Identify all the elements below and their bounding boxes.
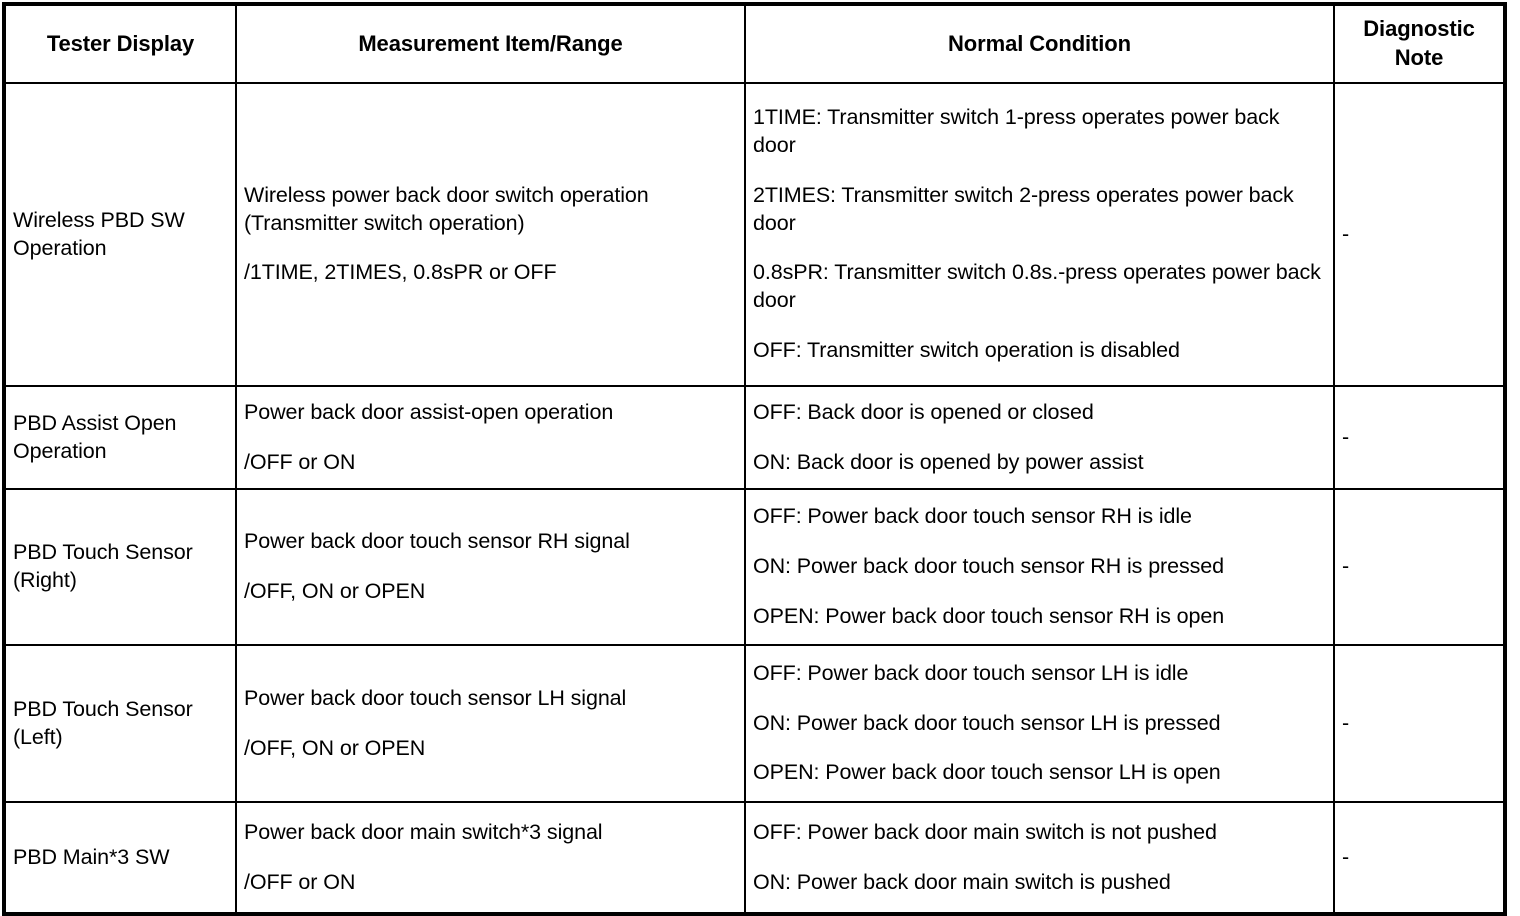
measurement-line-1: Power back door assist-open operation [244, 399, 614, 424]
measurement-line-2: (Transmitter switch operation) [244, 210, 525, 235]
measurement-range: /1TIME, 2TIMES, 0.8sPR or OFF [244, 260, 557, 285]
normal-condition-item: OFF: Power back door touch sensor LH is … [753, 660, 1189, 685]
cell-diagnostic-note: - [1333, 82, 1506, 387]
header-diagnostic-note: Diagnostic Note [1333, 3, 1506, 84]
measurement-line-1: Power back door touch sensor LH signal [244, 685, 627, 710]
tester-display-text: PBD Touch Sensor (Left) [13, 696, 193, 749]
cell-tester-display: PBD Touch Sensor (Left) [3, 644, 237, 803]
header-diagnostic-note-line2: Note [1394, 45, 1444, 70]
table-row: PBD Touch Sensor (Right) Power back door… [3, 488, 1506, 646]
normal-condition-item: OFF: Power back door main switch is not … [753, 819, 1217, 844]
measurement-line-1: Wireless power back door switch operatio… [244, 182, 649, 207]
cell-normal-condition: 1TIME: Transmitter switch 1-press operat… [744, 82, 1335, 387]
normal-condition-item: OPEN: Power back door touch sensor RH is… [753, 603, 1225, 628]
tester-display-text: PBD Main*3 SW [13, 844, 170, 869]
cell-measurement-item-range: Power back door main switch*3 signal /OF… [235, 801, 746, 915]
measurement-line-1: Power back door main switch*3 signal [244, 819, 603, 844]
table-row: PBD Main*3 SW Power back door main switc… [3, 801, 1506, 915]
cell-diagnostic-note: - [1333, 488, 1506, 646]
cell-normal-condition: OFF: Power back door touch sensor LH is … [744, 644, 1335, 803]
cell-normal-condition: OFF: Power back door touch sensor RH is … [744, 488, 1335, 646]
cell-normal-condition: OFF: Power back door main switch is not … [744, 801, 1335, 915]
table-header-row: Tester Display Measurement Item/Range No… [3, 3, 1506, 84]
tester-display-text: PBD Assist Open Operation [13, 410, 177, 463]
header-diagnostic-note-line1: Diagnostic [1363, 16, 1475, 42]
normal-condition-item: 1TIME: Transmitter switch 1-press operat… [753, 104, 1280, 157]
cell-tester-display: PBD Touch Sensor (Right) [3, 488, 237, 646]
normal-condition-item: OPEN: Power back door touch sensor LH is… [753, 760, 1221, 785]
cell-normal-condition: OFF: Back door is opened or closed ON: B… [744, 385, 1335, 490]
table-header: Tester Display Measurement Item/Range No… [3, 3, 1506, 84]
tester-display-text: Wireless PBD SW Operation [13, 207, 185, 260]
cell-tester-display: PBD Assist Open Operation [3, 385, 237, 490]
normal-condition-item: ON: Power back door main switch is pushe… [753, 869, 1171, 894]
tester-display-text: PBD Touch Sensor (Right) [13, 540, 193, 592]
table-row: Wireless PBD SW Operation Wireless power… [3, 82, 1506, 387]
cell-tester-display: PBD Main*3 SW [3, 801, 237, 915]
header-normal-condition: Normal Condition [744, 3, 1335, 84]
cell-diagnostic-note: - [1333, 385, 1506, 490]
table-body: Wireless PBD SW Operation Wireless power… [3, 82, 1506, 915]
normal-condition-item: OFF: Transmitter switch operation is dis… [753, 338, 1180, 363]
cell-measurement-item-range: Power back door assist-open operation /O… [235, 385, 746, 490]
table-row: PBD Touch Sensor (Left) Power back door … [3, 644, 1506, 803]
cell-measurement-item-range: Power back door touch sensor RH signal /… [235, 488, 746, 646]
normal-condition-item: 2TIMES: Transmitter switch 2-press opera… [753, 182, 1294, 235]
cell-diagnostic-note: - [1333, 801, 1506, 915]
normal-condition-item: OFF: Power back door touch sensor RH is … [753, 504, 1192, 529]
cell-measurement-item-range: Wireless power back door switch operatio… [235, 82, 746, 387]
normal-condition-item: ON: Back door is opened by power assist [753, 449, 1144, 474]
measurement-range: /OFF, ON or OPEN [244, 579, 426, 603]
normal-condition-item: ON: Power back door touch sensor RH is p… [753, 554, 1224, 579]
cell-measurement-item-range: Power back door touch sensor LH signal /… [235, 644, 746, 803]
header-tester-display: Tester Display [3, 3, 237, 84]
measurement-range: /OFF, ON or OPEN [244, 735, 426, 760]
cell-diagnostic-note: - [1333, 644, 1506, 803]
measurement-line-1: Power back door touch sensor RH signal [244, 529, 630, 554]
normal-condition-item: OFF: Back door is opened or closed [753, 399, 1094, 424]
normal-condition-item: 0.8sPR: Transmitter switch 0.8s.-press o… [753, 260, 1321, 313]
measurement-range: /OFF or ON [244, 449, 356, 474]
normal-condition-item: ON: Power back door touch sensor LH is p… [753, 710, 1221, 735]
header-measurement-item-range: Measurement Item/Range [235, 3, 746, 84]
cell-tester-display: Wireless PBD SW Operation [3, 82, 237, 387]
measurement-range: /OFF or ON [244, 869, 356, 894]
table-row: PBD Assist Open Operation Power back doo… [3, 385, 1506, 490]
